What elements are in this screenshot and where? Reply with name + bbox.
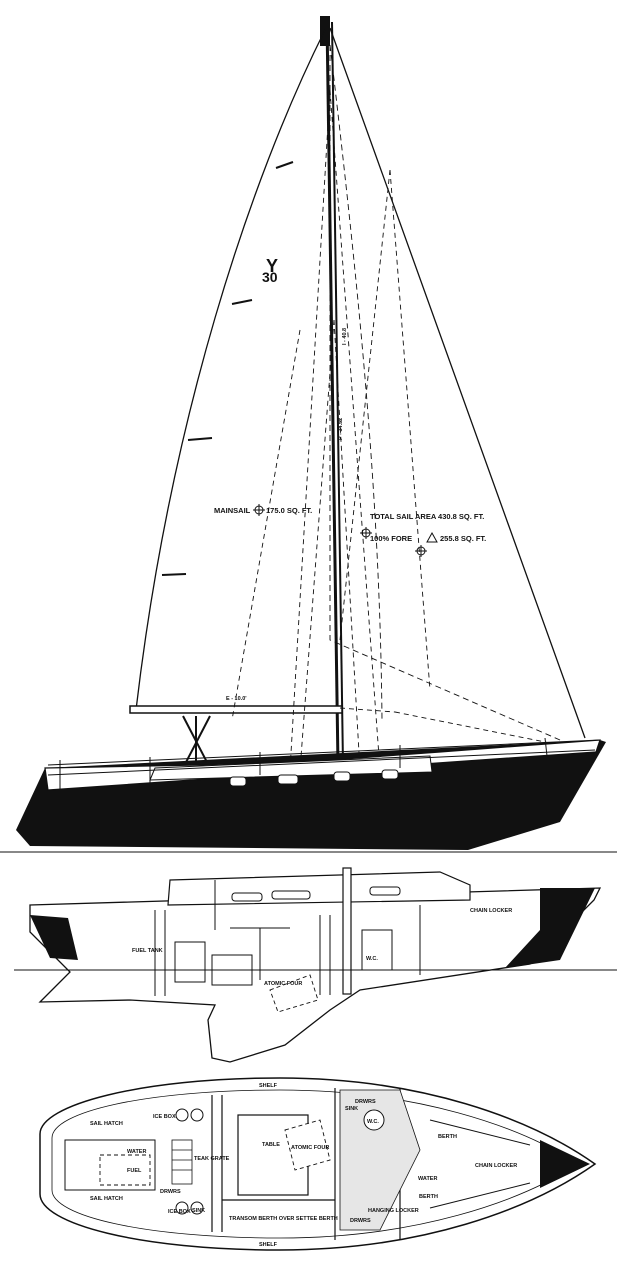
fore-triangle-annotation: 100% FORE 255.8 SQ. FT. bbox=[370, 531, 486, 557]
plan-fuel: FUEL bbox=[127, 1168, 142, 1174]
plan-transom-berth: TRANSOM BERTH OVER SETTEE BERTH bbox=[229, 1216, 338, 1222]
plan-ice-box-2: ICE BOX bbox=[168, 1209, 191, 1215]
plan-sink-1: SINK bbox=[345, 1106, 358, 1112]
plan-teak-grate: TEAK GRATE bbox=[194, 1156, 230, 1162]
mainsail-area: 175.0 SQ. FT. bbox=[266, 506, 312, 515]
plan-water-tank: WATER bbox=[418, 1176, 437, 1182]
jib-outline bbox=[329, 45, 561, 741]
shrouds bbox=[231, 89, 561, 771]
plan-drwrs-2: DRWRS bbox=[355, 1099, 376, 1105]
jib-leech bbox=[329, 44, 383, 721]
plan-chain-locker: CHAIN LOCKER bbox=[475, 1163, 517, 1169]
logo-letter: Y bbox=[266, 256, 278, 276]
mainsail-annotation: MAINSAIL 175.0 SQ. FT. bbox=[214, 504, 312, 516]
dim-e-label: E - 10.0' bbox=[226, 696, 247, 702]
forestay bbox=[329, 27, 586, 739]
plan-wc: W.C. bbox=[367, 1119, 379, 1125]
total-sail-area: TOTAL SAIL AREA 430.8 SQ. FT. bbox=[370, 512, 484, 521]
plan-sink-2: SINK bbox=[192, 1208, 205, 1214]
plan-hanging-locker: HANGING LOCKER bbox=[368, 1208, 419, 1214]
plan-ice-box-1: ICE BOX bbox=[153, 1114, 176, 1120]
sail-plan: Y 30 I - 40.8 P - 34.52 E - 10.0' MAINSA… bbox=[0, 16, 617, 853]
plan-shelf-top: SHELF bbox=[259, 1083, 278, 1089]
plan-table: TABLE bbox=[262, 1142, 280, 1148]
mainsail-label: MAINSAIL bbox=[214, 506, 251, 515]
total-sail-area-annotation: TOTAL SAIL AREA 430.8 SQ. FT. bbox=[360, 512, 484, 539]
inboard-profile: ATOMIC FOUR FUEL TANK W.C. CHAIN LOCKER bbox=[14, 867, 617, 1063]
profile-chain-locker: CHAIN LOCKER bbox=[470, 908, 512, 914]
mainsail-leech bbox=[135, 29, 326, 711]
logo-number: 30 bbox=[262, 269, 278, 285]
fore-area: 255.8 SQ. FT. bbox=[440, 534, 486, 543]
plan-sail-hatch-1: SAIL HATCH bbox=[90, 1121, 123, 1127]
plan-water: WATER bbox=[127, 1149, 146, 1155]
hull-profile bbox=[16, 737, 606, 850]
dim-p-label: P - 34.52 bbox=[338, 418, 344, 440]
battens bbox=[161, 161, 294, 576]
fore-label: 100% FORE bbox=[370, 534, 412, 543]
dim-i-label: I - 40.8 bbox=[342, 328, 348, 345]
boom bbox=[129, 705, 343, 714]
plan-berth-2: BERTH bbox=[419, 1194, 438, 1200]
plan-atomic-four: ATOMIC FOUR bbox=[291, 1145, 329, 1151]
profile-wc: W.C. bbox=[366, 956, 378, 962]
profile-fuel-tank: FUEL TANK bbox=[132, 948, 163, 954]
plan-sail-hatch-2: SAIL HATCH bbox=[90, 1196, 123, 1202]
class-logo: Y 30 bbox=[262, 256, 278, 285]
boom-vang bbox=[182, 715, 211, 769]
plan-shelf-bottom: SHELF bbox=[259, 1242, 278, 1248]
profile-atomic-four: ATOMIC FOUR bbox=[264, 981, 302, 987]
plan-drwrs-3: DRWRS bbox=[350, 1218, 371, 1224]
accommodation-plan: SHELF SHELF SAIL HATCH SAIL HATCH WATER … bbox=[39, 1077, 597, 1251]
plan-drwrs-1: DRWRS bbox=[160, 1189, 181, 1195]
plan-berth-1: BERTH bbox=[438, 1134, 457, 1140]
